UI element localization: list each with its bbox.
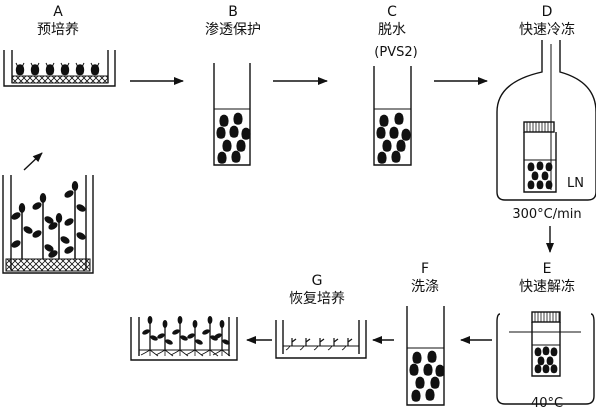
explant-blob bbox=[534, 347, 542, 357]
explant-blob bbox=[376, 126, 386, 139]
wash-tube bbox=[406, 306, 445, 406]
explant-blob bbox=[550, 364, 558, 374]
explant-blob bbox=[219, 114, 229, 127]
explant-blob bbox=[412, 351, 422, 364]
step-b-label: 渗透保护 bbox=[205, 22, 261, 38]
explant-blob bbox=[430, 376, 440, 389]
explant-blob bbox=[379, 114, 389, 127]
explant-blob bbox=[527, 180, 535, 190]
explant-blob bbox=[222, 139, 232, 152]
step-f-letter: F bbox=[421, 261, 429, 277]
step-d-letter: D bbox=[542, 4, 553, 20]
step-g-letter: G bbox=[312, 273, 323, 289]
preculture-dish bbox=[3, 50, 116, 87]
explant-blob bbox=[536, 161, 544, 171]
explant-blob bbox=[382, 139, 392, 152]
temp-label: 40°C bbox=[531, 396, 563, 410]
explant-blob bbox=[545, 162, 553, 172]
explant-blob bbox=[409, 363, 419, 376]
explant-blob bbox=[425, 388, 435, 401]
explant-blob bbox=[415, 376, 425, 389]
step-g-label: 恢复培养 bbox=[289, 290, 345, 307]
explant-blob bbox=[546, 356, 554, 366]
step-a-label: 预培养 bbox=[37, 22, 79, 38]
explant-blob bbox=[389, 126, 399, 139]
rate-label: 300°C/min bbox=[512, 207, 581, 222]
step-f-label: 洗涤 bbox=[411, 279, 439, 295]
ln-label: LN bbox=[567, 176, 584, 191]
explant-blob bbox=[229, 125, 239, 138]
explant-blob bbox=[435, 364, 445, 377]
explant-blob bbox=[411, 389, 421, 402]
explant-blob bbox=[545, 180, 553, 190]
explant-blob bbox=[233, 112, 243, 125]
explant-blob bbox=[527, 162, 535, 172]
plant-jar bbox=[2, 175, 94, 274]
step-e-letter: E bbox=[543, 261, 552, 277]
dehydration-tube bbox=[373, 66, 412, 166]
explant-blob bbox=[427, 350, 437, 363]
explant-blob bbox=[231, 150, 241, 163]
explant-blob bbox=[531, 171, 539, 181]
step-a-letter: A bbox=[53, 4, 63, 20]
step-c-label: 脱水 bbox=[378, 22, 406, 38]
liquid-nitrogen-dewar bbox=[496, 40, 596, 201]
step-e-label: 快速解冻 bbox=[519, 278, 575, 295]
explant-blob bbox=[217, 151, 227, 164]
explant-blob bbox=[542, 346, 550, 356]
explant-blob bbox=[236, 139, 246, 152]
explant-blob bbox=[396, 139, 406, 152]
explant-blob bbox=[537, 356, 545, 366]
arrow-jar-to-dish bbox=[23, 152, 43, 171]
explant-blob bbox=[536, 180, 544, 190]
explant-blob bbox=[534, 364, 542, 374]
recovery-petri-dish bbox=[275, 320, 367, 359]
explant-blob bbox=[394, 112, 404, 125]
step-b-letter: B bbox=[228, 4, 238, 20]
explant-blob bbox=[216, 126, 226, 139]
explant-blob bbox=[391, 150, 401, 163]
explant-blob bbox=[550, 347, 558, 357]
osmoprotection-tube bbox=[213, 63, 251, 166]
pvs2-label: (PVS2) bbox=[374, 45, 417, 60]
regenerated-plantlets-dish bbox=[130, 316, 238, 361]
explant-blob bbox=[423, 363, 433, 376]
explant-blob bbox=[241, 127, 251, 140]
explant-blob bbox=[541, 171, 549, 181]
step-d-label: 快速冷冻 bbox=[519, 21, 575, 38]
explant-blob bbox=[377, 151, 387, 164]
explant-blob bbox=[542, 364, 550, 374]
explant-blob bbox=[401, 128, 411, 141]
step-c-letter: C bbox=[387, 4, 397, 20]
warm-water-bath bbox=[496, 311, 595, 405]
